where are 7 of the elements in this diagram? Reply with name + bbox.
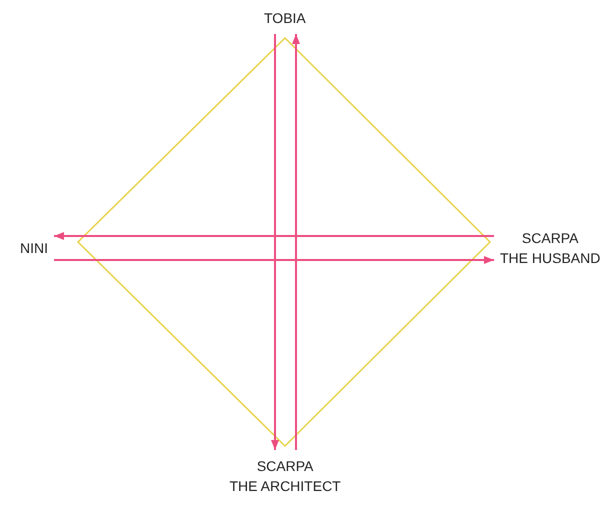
corner-label: NINI: [20, 238, 48, 258]
arrow: [292, 34, 300, 450]
corner-label: SCARPA THE HUSBAND: [500, 228, 600, 268]
arrow: [271, 34, 279, 450]
corner-label: SCARPA THE ARCHITECT: [230, 456, 341, 496]
corner-label: TOBIA: [264, 8, 306, 28]
arrow: [54, 256, 494, 264]
